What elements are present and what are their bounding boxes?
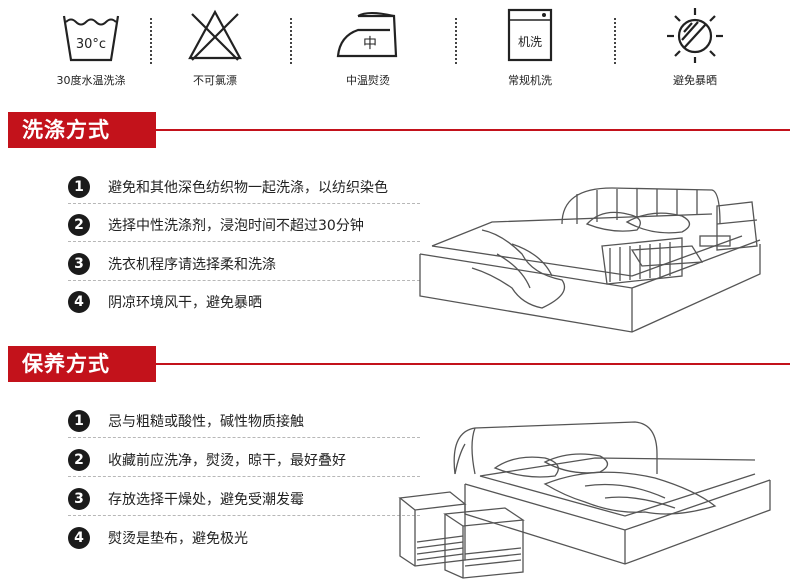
care-label-iron: 中温熨烫 <box>346 74 390 87</box>
maintenance-title: 保养方式 <box>8 346 156 382</box>
care-icon-iron: 中 中温熨烫 <box>313 6 423 96</box>
bed-illustration-top <box>419 187 761 333</box>
care-icon-wash: 30°c 30度水温洗涤 <box>36 6 146 96</box>
divider <box>455 18 457 64</box>
dashed-rule <box>68 280 420 281</box>
care-label-machine: 常规机洗 <box>508 74 552 87</box>
svg-text:机洗: 机洗 <box>518 35 542 49</box>
dashed-rule <box>68 241 420 242</box>
dashed-rule <box>68 476 420 477</box>
number-badge: 4 <box>68 527 90 549</box>
no-sun-icon <box>667 8 723 63</box>
washing-item-text: 避免和其他深色纺织物一起洗涤，以纺织染色 <box>108 180 388 196</box>
number-badge: 3 <box>68 253 90 275</box>
washing-item-text: 阴凉环境风干，避免暴晒 <box>108 295 262 311</box>
washing-item-text: 洗衣机程序请选择柔和洗涤 <box>108 257 276 273</box>
section-divider-line <box>156 363 790 365</box>
svg-text:30°c: 30°c <box>76 37 106 52</box>
care-icons-row: 30°c 30度水温洗涤 不可氯漂 中 中温熨烫 机洗 常规机洗 <box>0 0 790 100</box>
washing-title: 洗涤方式 <box>8 112 156 148</box>
bed-illustration-bottom <box>398 421 771 579</box>
section-divider-line <box>156 129 790 131</box>
divider <box>150 18 152 64</box>
maintenance-item-text: 忌与粗糙或酸性，碱性物质接触 <box>108 414 304 430</box>
care-icon-machine: 机洗 常规机洗 <box>475 6 585 96</box>
divider <box>290 18 292 64</box>
maintenance-item-text: 熨烫是垫布，避免极光 <box>108 531 248 547</box>
number-badge: 1 <box>68 176 90 198</box>
wash-30-icon: 30°c <box>62 15 120 62</box>
care-label-bleach: 不可氯漂 <box>193 74 237 87</box>
divider <box>614 18 616 64</box>
maintenance-item-text: 收藏前应洗净，熨烫，晾干，最好叠好 <box>108 453 346 469</box>
number-badge: 2 <box>68 214 90 236</box>
care-label-wash: 30度水温洗涤 <box>56 74 126 87</box>
washing-section-header: 洗涤方式 <box>0 112 790 148</box>
maintenance-item-text: 存放选择干燥处，避免受潮发霉 <box>108 492 304 508</box>
no-bleach-icon <box>188 9 242 61</box>
number-badge: 1 <box>68 410 90 432</box>
number-badge: 2 <box>68 449 90 471</box>
washing-item-text: 选择中性洗涤剂，浸泡时间不超过30分钟 <box>108 218 364 234</box>
dashed-rule <box>68 437 420 438</box>
machine-wash-icon: 机洗 <box>507 8 553 62</box>
care-icon-bleach: 不可氯漂 <box>160 6 270 96</box>
number-badge: 3 <box>68 488 90 510</box>
dashed-rule <box>68 515 420 516</box>
dashed-rule <box>68 203 420 204</box>
number-badge: 4 <box>68 291 90 313</box>
iron-medium-icon: 中 <box>336 12 398 58</box>
care-label-sun: 避免暴晒 <box>673 74 717 87</box>
maintenance-section-header: 保养方式 <box>0 346 790 382</box>
svg-text:中: 中 <box>363 36 377 52</box>
care-icon-sun: 避免暴晒 <box>640 6 750 96</box>
